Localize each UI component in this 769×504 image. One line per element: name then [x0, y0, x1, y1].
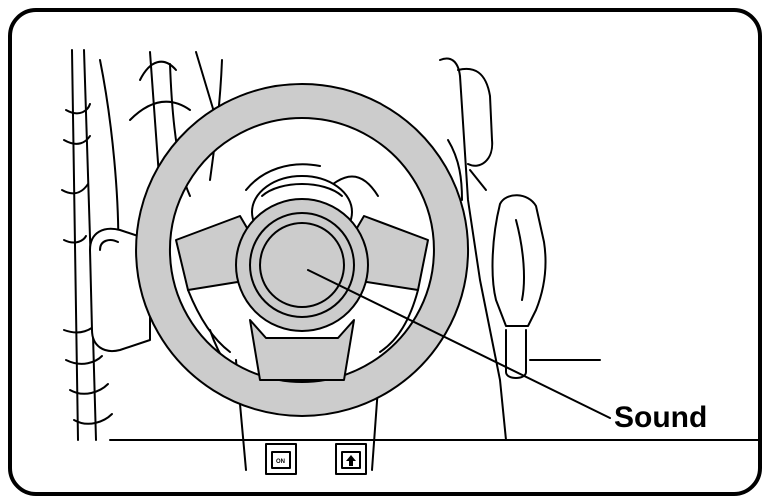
right-stalk: [491, 194, 547, 379]
on-switch-label: ON: [276, 459, 285, 465]
sound-callout-label: Sound: [614, 401, 708, 434]
callout-leader-line: [307, 269, 611, 419]
frame-border: [8, 8, 762, 496]
right-dashboard-lines: [439, 57, 601, 441]
up-arrow-icon[interactable]: [335, 443, 367, 475]
on-switch-icon[interactable]: ON: [265, 443, 297, 475]
horn-pad[interactable]: [235, 198, 369, 332]
left-stalk: [89, 227, 151, 352]
